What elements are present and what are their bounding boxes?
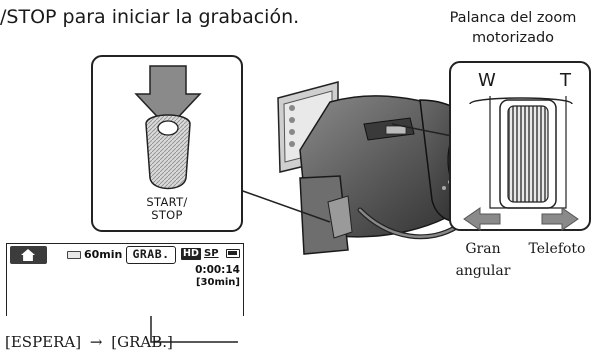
zoom-leader — [391, 123, 453, 137]
wide-angle-label-line2: angular — [455, 263, 511, 279]
remaining-time: 60min — [84, 248, 123, 261]
zoom-lever-title-line1: Palanca del zoom — [449, 10, 577, 26]
zoom-w-label: W — [478, 70, 496, 91]
zoom-lever — [469, 96, 573, 209]
status-from: [ESPERA] — [5, 333, 82, 351]
start-stop-label: START/ STOP — [92, 196, 242, 222]
wide-angle-label-line1: Gran — [465, 241, 501, 257]
start-stop-label-line2: STOP — [151, 208, 183, 222]
zoom-lever-title-line2: motorizado — [471, 30, 555, 46]
transition-arrow-icon: → — [89, 333, 103, 351]
hd-quality-badge: HD — [181, 248, 201, 260]
zoom-lever-title: Palanca del zoom motorizado — [438, 8, 588, 48]
wide-direction-arrow — [463, 207, 501, 231]
recording-status-badge: GRAB. — [126, 246, 176, 264]
start-stop-leader — [239, 189, 331, 223]
telephoto-label: Telefoto — [528, 241, 586, 257]
instruction-text: /STOP para iniciar la grabación. — [0, 6, 300, 28]
press-down-arrow — [134, 65, 202, 130]
tele-direction-arrow — [541, 207, 579, 231]
wide-angle-label: Gran angular — [452, 238, 514, 282]
status-transition-caption: [ESPERA] → [GRAB.] — [5, 333, 173, 351]
start-stop-label-line1: START/ — [146, 195, 188, 209]
status-to: [GRAB.] — [111, 333, 173, 351]
recording-media-icon — [67, 251, 81, 259]
battery-icon — [226, 249, 240, 258]
remaining-recording-time: [30min] — [195, 277, 240, 288]
sp-quality-label: SP — [204, 248, 219, 259]
start-stop-button — [145, 114, 191, 190]
time-counter: 0:00:14 — [195, 264, 240, 276]
home-icon — [21, 249, 35, 261]
zoom-t-label: T — [560, 70, 571, 91]
